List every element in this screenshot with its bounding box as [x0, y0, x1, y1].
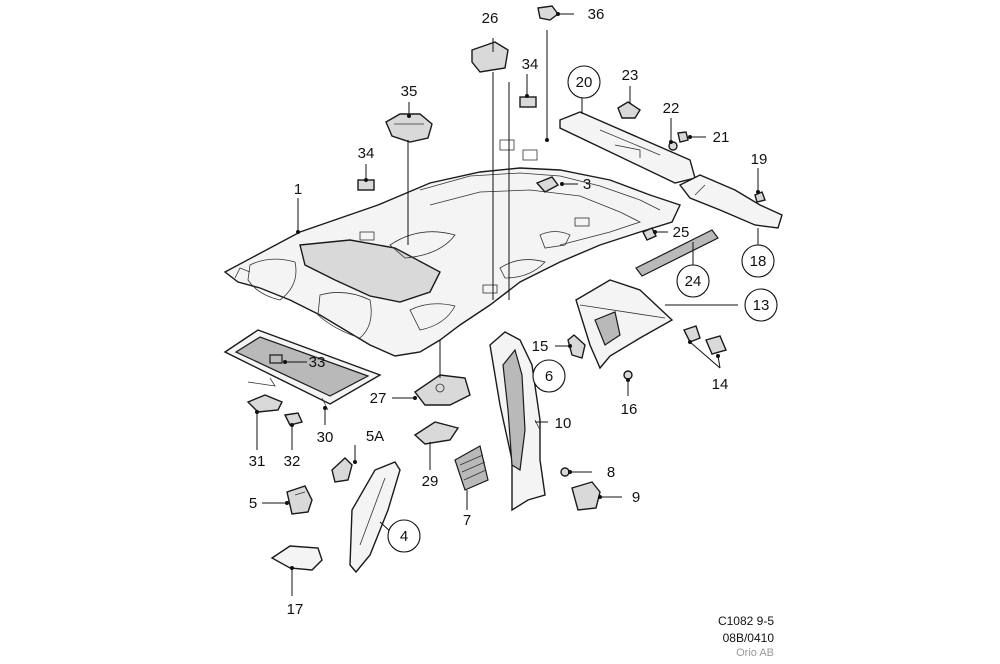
part-labels: 1 26 36 34 35 34 3 20 23 22 21 19 25 18 …: [249, 6, 770, 618]
label-30: 30: [317, 429, 334, 446]
label-9: 9: [632, 489, 640, 506]
bracket-5a: [331, 457, 353, 483]
bracket-26: [471, 41, 509, 73]
label-23: 23: [622, 67, 639, 84]
cap-36: [537, 5, 559, 21]
clip-34-right: [519, 96, 537, 108]
label-16: 16: [621, 401, 638, 418]
label-19: 19: [751, 151, 768, 168]
label-1: 1: [294, 181, 302, 198]
grab-handle-5: [286, 485, 313, 515]
rear-trim-13: [575, 279, 674, 370]
label-5: 5: [249, 495, 257, 512]
label-33: 33: [309, 354, 326, 371]
console-cover-29: [413, 421, 460, 445]
leader-lines: [256, 13, 759, 596]
handle-17: [270, 545, 323, 571]
bracket-15: [567, 334, 586, 359]
sill-strip-24: [635, 229, 719, 277]
label-18: 18: [750, 253, 767, 270]
label-22: 22: [663, 100, 680, 117]
label-24: 24: [685, 273, 702, 290]
label-10: 10: [555, 415, 572, 432]
clip-19: [754, 191, 766, 203]
clip-16: [623, 370, 633, 380]
label-34-left: 34: [358, 145, 375, 162]
label-3: 3: [583, 176, 591, 193]
label-7: 7: [463, 512, 471, 529]
label-34-right: 34: [522, 56, 539, 73]
clip-3: [535, 176, 560, 193]
console-27: [413, 374, 471, 406]
sunroof-cover-31: [246, 394, 283, 413]
label-29: 29: [422, 473, 439, 490]
clip-8: [560, 467, 570, 477]
callout-circles: [387, 65, 778, 553]
label-31: 31: [249, 453, 266, 470]
label-15: 15: [532, 338, 549, 355]
label-35: 35: [401, 83, 418, 100]
label-32: 32: [284, 453, 301, 470]
drawing-owner: Orio AB: [736, 647, 774, 659]
pillar-trim-10: [489, 331, 546, 512]
leader-dots: [255, 12, 760, 570]
label-27: 27: [370, 390, 387, 407]
drawing-code: C1082 9-5: [717, 614, 774, 628]
clip-21: [677, 131, 689, 143]
label-36: 36: [588, 6, 605, 23]
label-17: 17: [287, 601, 304, 618]
headliner: [223, 139, 681, 357]
label-8: 8: [607, 464, 615, 481]
label-6: 6: [545, 368, 553, 385]
pillar-trim-4: [349, 461, 401, 574]
label-21: 21: [713, 129, 730, 146]
sunroof-frame: [223, 329, 382, 411]
label-5a: 5A: [366, 428, 384, 445]
fasteners-14: [683, 325, 727, 355]
label-20: 20: [576, 74, 593, 91]
clip-33: [269, 354, 283, 364]
label-4: 4: [400, 528, 408, 545]
handle-9: [571, 481, 601, 511]
speaker-grille-7: [454, 445, 489, 491]
cover-23: [617, 101, 641, 119]
label-26: 26: [482, 10, 499, 27]
label-14: 14: [712, 376, 729, 393]
label-25: 25: [673, 224, 690, 241]
clip-32: [283, 412, 303, 426]
clip-25: [642, 227, 657, 241]
drawing-revision: 08B/0410: [722, 631, 774, 645]
trim-18: [678, 174, 783, 229]
label-13: 13: [753, 297, 770, 314]
lamp-35: [385, 113, 433, 143]
